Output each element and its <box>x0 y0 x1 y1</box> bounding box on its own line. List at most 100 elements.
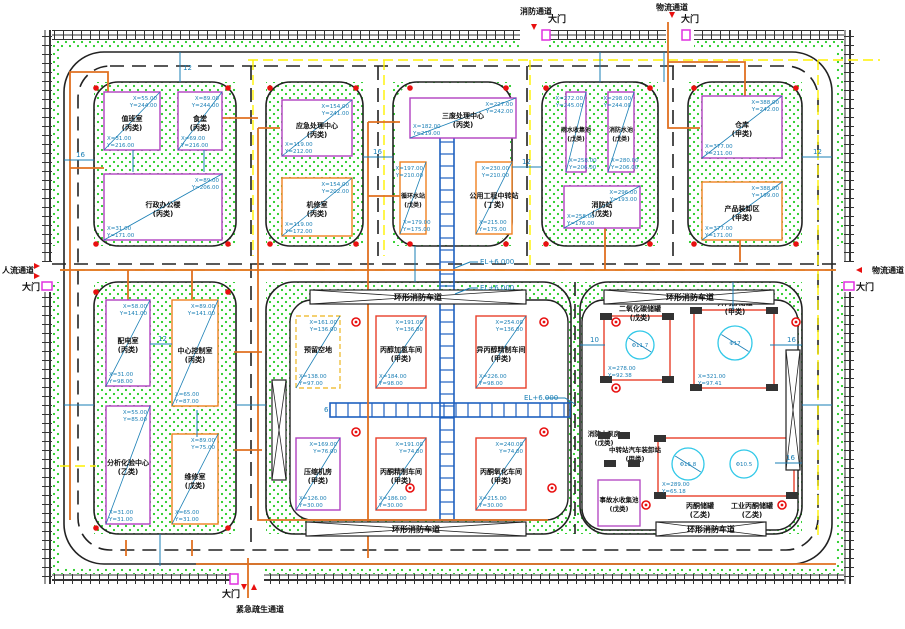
building[interactable]: 雨水收集池(戊类)X=272.00Y=245.00X=258.00Y=206.0… <box>555 91 597 173</box>
building-class: (甲类) <box>491 354 511 363</box>
hydrant-icon <box>407 85 413 91</box>
tank-dike[interactable] <box>657 437 795 497</box>
gates[interactable] <box>41 29 855 585</box>
building-class: (戊类) <box>404 201 422 209</box>
building-name: 消防水池 <box>609 126 633 134</box>
coordinate-y: Y=74.00 <box>398 449 423 455</box>
coordinate-y: Y=141.00 <box>119 311 148 317</box>
tank-dike[interactable] <box>693 309 775 389</box>
building[interactable]: 应急处理中心(丙类)X=154.00Y=241.00X=119.00Y=212.… <box>281 99 353 157</box>
coordinate-y: Y=202.00 <box>321 189 350 195</box>
fire-lane-label: 环形消防车道 <box>392 524 440 534</box>
road-label-emergency: 紧急疏生通道 <box>236 604 284 614</box>
hydrant-icon <box>93 241 99 247</box>
tank-support <box>690 307 702 314</box>
tank-support <box>600 313 612 320</box>
building[interactable]: 配电室(丙类)X=58.00Y=141.00X=31.00Y=98.00 <box>105 299 151 387</box>
hydrant-icon <box>543 85 549 91</box>
gate-top-right[interactable] <box>681 29 691 41</box>
coordinate-x: X=197.00 <box>395 166 423 172</box>
building[interactable]: 消防站(戊类)X=296.00Y=193.00X=258.00Y=176.00 <box>563 185 641 229</box>
coordinate-x: X=31.00 <box>107 226 132 232</box>
building-class: (甲类) <box>732 213 752 222</box>
building[interactable]: 食堂(丙类)X=89.00Y=244.00X=69.00Y=216.00 <box>177 91 223 151</box>
building-class: (甲类) <box>391 476 411 485</box>
dim-text: 16 <box>76 151 85 159</box>
building[interactable]: 丙酮氧化车间(甲类)X=240.00Y=74.00X=215.00Y=30.00 <box>475 437 527 511</box>
building[interactable]: 消防水池(戊类)X=298.00Y=244.00X=280.00Y=206.00 <box>603 91 639 173</box>
pump-unit <box>604 460 616 467</box>
building-class: (丙类) <box>153 209 173 218</box>
tank-farm[interactable]: Φ17异丙醇储罐(甲类)X=321.00Y=97.41 <box>690 298 778 391</box>
gate-left[interactable] <box>41 281 53 291</box>
gate-right[interactable] <box>843 281 855 291</box>
coordinate-y: Y=141.00 <box>187 311 216 317</box>
facility[interactable]: 事故水收集池(戊类) <box>597 479 641 527</box>
building[interactable]: 产品装卸区(甲类)X=388.00Y=199.00X=377.00Y=171.0… <box>701 181 783 241</box>
dim-text: 16 <box>786 454 795 462</box>
coordinate-y: Y=30.00 <box>298 503 323 509</box>
coordinate-y: Y=219.00 <box>412 131 441 137</box>
building[interactable]: 仓库(甲类)X=388.00Y=242.00X=377.00Y=211.00 <box>701 95 783 159</box>
dim-text: 12 <box>522 158 531 166</box>
building[interactable]: 中心控制室(丙类)X=89.00Y=141.00X=65.00Y=87.00 <box>171 299 219 407</box>
building[interactable]: 三废处理中心(丙类)X=227.00Y=242.00X=182.00Y=219.… <box>409 97 517 139</box>
gate-label: 大门 <box>222 588 240 600</box>
coordinate-x: X=31.00 <box>107 136 132 142</box>
road-label-logistics: 物流通道 <box>656 2 688 12</box>
coordinate-x: X=55.00 <box>133 96 158 102</box>
building[interactable]: 值班室(丙类)X=55.00Y=244.00X=31.00Y=216.00 <box>103 91 161 151</box>
tank-farms: Φ11.7二氧化碳储罐(戊类)X=278.00Y=92.38Φ17异丙醇储罐(甲… <box>588 298 798 527</box>
coordinate-y: Y=216.00 <box>180 143 209 149</box>
tank-support <box>690 384 702 391</box>
building[interactable]: 分析化验中心(乙类)X=55.00Y=85.00X=31.00Y=31.00 <box>105 405 151 525</box>
building[interactable]: 循环水站(戊类)X=197.00Y=210.00X=179.00Y=175.00 <box>395 161 431 235</box>
coordinate-y: Y=206.00 <box>610 165 639 171</box>
gate-bottom[interactable] <box>229 573 239 585</box>
building-name: 食堂 <box>192 114 207 123</box>
coordinate-x: X=278.00 <box>608 366 636 372</box>
building-class: (丙类) <box>453 120 473 129</box>
road-label-pedestrian: 人流通道 <box>2 265 34 275</box>
hydrant-icon <box>353 85 359 91</box>
building-class: (甲类) <box>732 129 752 138</box>
building[interactable]: 机修室(丙类)X=154.00Y=202.00X=119.00Y=172.00 <box>281 177 353 237</box>
building[interactable]: 丙酮精制车间(甲类)X=191.00Y=74.00X=186.00Y=30.00 <box>375 437 427 511</box>
facility[interactable]: 中转站汽车装卸站(甲类) <box>609 445 662 463</box>
building[interactable]: 行政办公楼(丙类)X=89.00Y=206.00X=31.00Y=171.00 <box>103 173 223 241</box>
tank-class: (甲类) <box>725 307 745 316</box>
fire-lane-right <box>785 349 801 471</box>
building-name: 异丙醇精制车间 <box>477 345 526 354</box>
road-label-logistics-right: 物流通道 <box>872 265 904 275</box>
entry-arrow-icon <box>241 584 257 590</box>
coordinate-x: X=138.00 <box>299 374 327 380</box>
building[interactable]: 维修室(戊类)X=89.00Y=75.00X=65.00Y=31.00 <box>171 433 219 525</box>
building[interactable]: 公用工程中转站(丁类)X=230.00Y=210.00X=215.00Y=175… <box>470 161 519 235</box>
tank-support <box>654 492 666 499</box>
tank-diameter: Φ15.8 <box>680 462 697 468</box>
facility-name: 中转站汽车装卸站 <box>609 445 662 454</box>
coordinate-x: X=258.00 <box>569 158 597 164</box>
coordinate-y: Y=199.00 <box>751 193 780 199</box>
building[interactable]: 丙醇加氢车间(甲类)X=191.00Y=136.00X=184.00Y=98.0… <box>375 315 427 389</box>
tank-support <box>600 376 612 383</box>
building[interactable]: 异丙醇精制车间(甲类)X=254.00Y=136.00X=226.00Y=98.… <box>475 315 527 389</box>
coordinate-y: Y=92.38 <box>607 373 632 379</box>
building-name: 仓库 <box>734 120 749 129</box>
tank-dike[interactable] <box>603 315 671 381</box>
hydrant-icon <box>793 241 799 247</box>
coordinate-x: X=89.00 <box>195 96 220 102</box>
building[interactable]: 压缩机房(甲类)X=169.00Y=76.00X=126.00Y=30.00 <box>295 437 341 511</box>
coordinate-y: Y=241.00 <box>321 111 350 117</box>
gate-top-left[interactable] <box>541 29 551 41</box>
pump-unit <box>628 460 640 467</box>
facility-name: 事故水收集池 <box>600 495 640 504</box>
facility-class: (戊类) <box>595 438 614 447</box>
tank-diameter: Φ10.5 <box>736 462 753 468</box>
building-class: (戊类) <box>592 209 612 218</box>
